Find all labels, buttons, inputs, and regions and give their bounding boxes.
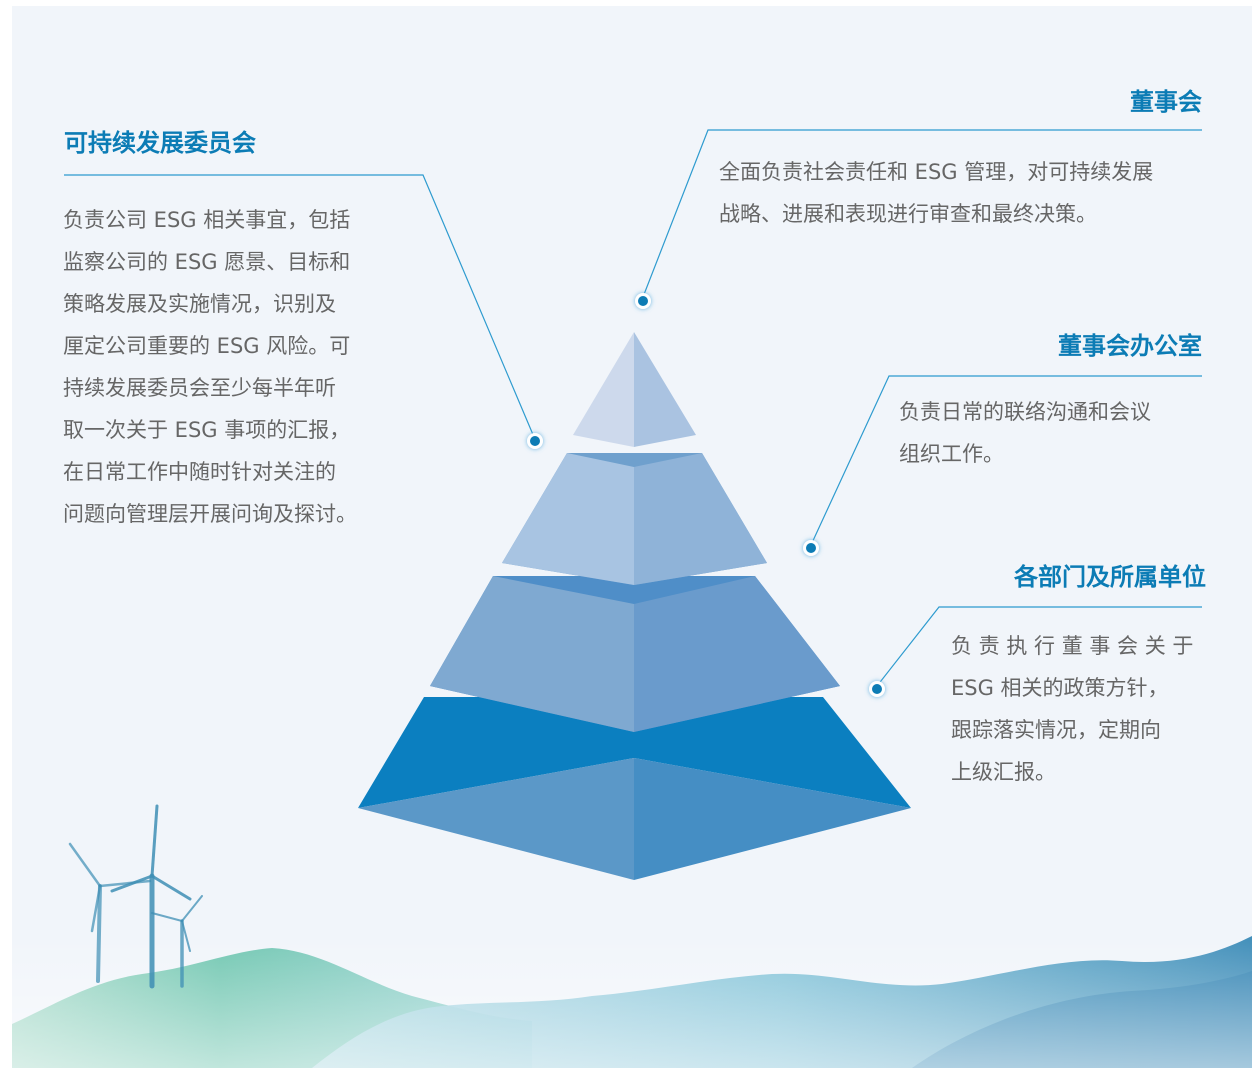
leader-lines: [64, 129, 1202, 687]
leader-line-committee: [64, 174, 535, 438]
committee-line: 问题向管理层开展问询及探讨。: [63, 502, 357, 526]
committee-line: 策略发展及实施情况，识别及: [63, 292, 336, 316]
board-description: 全面负责社会责任和 ESG 管理，对可持续发展 战略、进展和表现进行审查和最终决…: [719, 151, 1153, 235]
committee-line: 厘定公司重要的 ESG 风险。可: [63, 334, 351, 358]
departments-line: 上级汇报。: [951, 760, 1056, 784]
dot-board: [635, 293, 651, 309]
office-line: 负责日常的联络沟通和会议: [899, 400, 1151, 424]
leader-line-departments: [876, 606, 1202, 687]
pyramid-tier-1: [573, 332, 696, 447]
turbine-small: [151, 895, 203, 988]
pyramid-tier-2: [502, 453, 767, 585]
departments-line: 负 责 执 行 董 事 会 关 于: [951, 634, 1194, 658]
wind-turbine: [68, 804, 203, 989]
committee-description: 负责公司 ESG 相关事宜，包括 监察公司的 ESG 愿景、目标和 策略发展及实…: [63, 199, 357, 535]
diagram-artwork: [12, 129, 1252, 1068]
turbine-left: [68, 842, 152, 983]
committee-title: 可持续发展委员会: [64, 129, 256, 157]
board-title: 董事会: [1130, 88, 1202, 116]
dot-departments: [869, 681, 885, 697]
pyramid-tier-4: [358, 697, 911, 880]
leader-line-office: [810, 375, 1202, 546]
office-title: 董事会办公室: [1058, 332, 1202, 360]
committee-line: 监察公司的 ESG 愿景、目标和: [63, 250, 351, 274]
departments-line: 跟踪落实情况，定期向: [951, 718, 1161, 742]
committee-line: 持续发展委员会至少每半年听: [63, 376, 336, 400]
dot-committee: [527, 433, 543, 449]
committee-line: 取一次关于 ESG 事项的汇报，: [63, 418, 351, 442]
board-line: 全面负责社会责任和 ESG 管理，对可持续发展: [719, 160, 1154, 184]
esg-governance-diagram: 可持续发展委员会 负责公司 ESG 相关事宜，包括 监察公司的 ESG 愿景、目…: [12, 6, 1252, 1068]
leader-line-board: [642, 129, 1202, 298]
departments-title: 各部门及所属单位: [1014, 563, 1206, 591]
office-description: 负责日常的联络沟通和会议 组织工作。: [899, 391, 1151, 475]
departments-description: 负 责 执 行 董 事 会 关 于 ESG 相关的政策方针， 跟踪落实情况，定期…: [951, 625, 1193, 793]
watercolor-hills: [12, 936, 1252, 1068]
office-line: 组织工作。: [899, 442, 1004, 466]
dot-office: [803, 540, 819, 556]
pyramid: [358, 332, 911, 880]
pyramid-tier-3: [430, 576, 840, 732]
committee-line: 负责公司 ESG 相关事宜，包括: [63, 208, 351, 232]
departments-line: ESG 相关的政策方针，: [951, 676, 1169, 700]
connector-dots: [527, 293, 885, 697]
committee-line: 在日常工作中随时针对关注的: [63, 460, 336, 484]
board-line: 战略、进展和表现进行审查和最终决策。: [719, 202, 1097, 226]
